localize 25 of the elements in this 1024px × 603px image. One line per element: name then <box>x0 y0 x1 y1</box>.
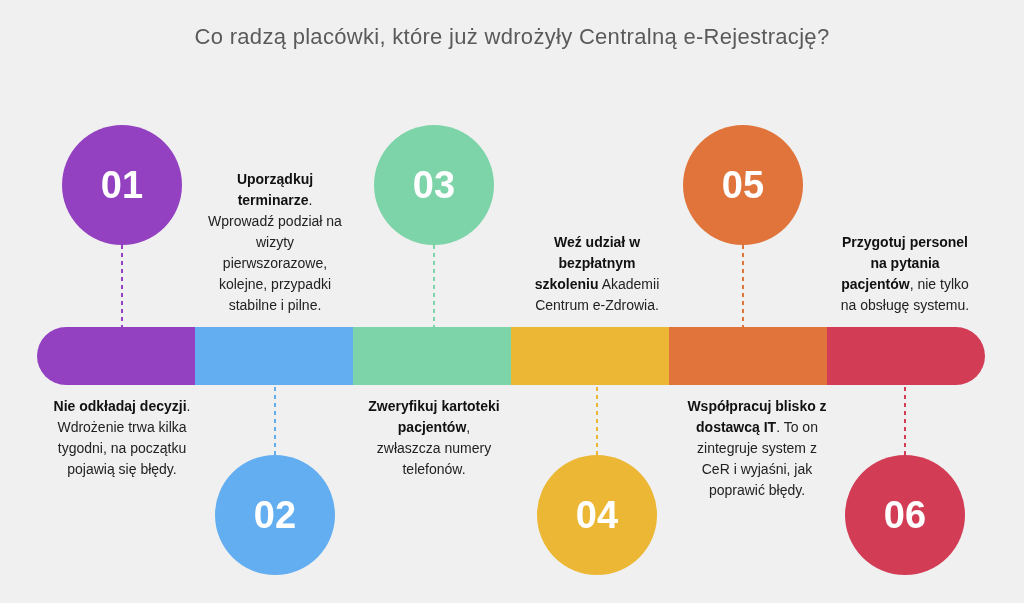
step-description: Zweryfikuj kartoteki pacjentów, zwłaszcza numery telefonów. <box>367 397 501 479</box>
timeline-segment <box>353 327 511 385</box>
step-number: 06 <box>883 493 927 537</box>
step-number: 03 <box>412 163 456 207</box>
dashed-connector <box>433 244 435 328</box>
step-description: Współpracuj blisko z dostawcą IT. To on zintegruje system z CeR i wyjaśni, jak poprawić błędy. <box>687 397 827 500</box>
timeline-segment <box>827 327 985 385</box>
dashed-connector <box>904 384 906 456</box>
step-description: Weź udział w bezpłatnym szkoleniu Akademii Centrum e-Zdrowia. <box>533 233 661 315</box>
timeline-segment <box>669 327 827 385</box>
timeline-segment <box>195 327 353 385</box>
dashed-connector <box>742 244 744 328</box>
step-description: Uporządkuj terminarze. Wprowadź podział na wizyty pierwszorazowe, kolejne, przypadki stabilne i pilne. <box>207 170 343 315</box>
step-description: Przygotuj personel na pytania pacjentów, nie tylko na obsługę systemu. <box>839 233 971 315</box>
timeline-segment <box>37 327 195 385</box>
step-description: Nie odkładaj decyzji. Wdrożenie trwa kilka tygodni, na początku pojawią się błędy. <box>52 397 192 479</box>
step-number: 02 <box>253 493 297 537</box>
timeline-segment <box>511 327 669 385</box>
step-number: 01 <box>100 163 144 207</box>
dashed-connector <box>274 384 276 456</box>
dashed-connector <box>121 244 123 328</box>
dashed-connector <box>596 384 598 456</box>
title: Co radzą placówki, które już wdrożyły Centralną e-Rejestrację? <box>193 24 831 50</box>
step-number: 05 <box>721 163 765 207</box>
step-number: 04 <box>575 493 619 537</box>
